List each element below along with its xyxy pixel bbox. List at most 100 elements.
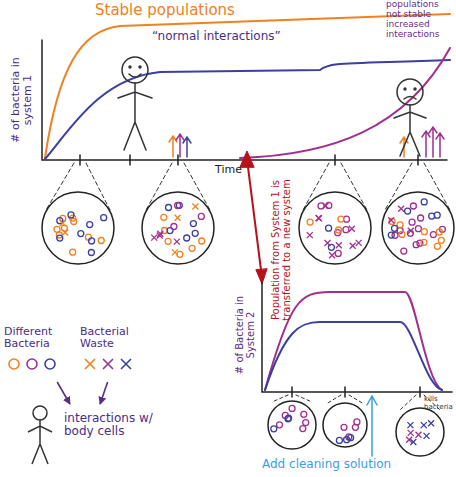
bacterium [165, 238, 171, 244]
waste-mark [307, 232, 313, 238]
bacterium [436, 229, 442, 235]
bacterium [409, 219, 415, 225]
bacterium [392, 225, 398, 231]
bacterium [438, 237, 444, 243]
bacterium [410, 203, 416, 209]
connector-arrow [57, 382, 70, 404]
small-arrow [176, 134, 184, 157]
waste-mark [172, 249, 178, 255]
node-text-area: interactions w/ body cells [64, 412, 162, 438]
zoom-outline [42, 192, 114, 264]
bacterium [328, 244, 334, 250]
bacterium [430, 232, 436, 238]
waste-mark [151, 235, 157, 241]
bacterium [177, 251, 183, 257]
small-arrow [422, 127, 444, 157]
zoom-circle [268, 401, 316, 449]
bacterium [9, 359, 19, 369]
bacterium [78, 231, 84, 237]
zoom-outline [299, 192, 371, 264]
bacterium [289, 405, 295, 411]
bacterium [166, 205, 172, 211]
waste-mark [421, 422, 427, 428]
zoom-outline [268, 401, 316, 449]
bacterium [421, 199, 427, 205]
small-arrow [183, 137, 191, 157]
waste-mark [329, 252, 335, 258]
bacterium [68, 212, 74, 218]
waste-mark [408, 228, 414, 234]
bacterium [303, 420, 309, 426]
zoom-circle [42, 192, 114, 264]
waste-mark [316, 215, 322, 221]
bacterium [344, 437, 350, 443]
zoom-circle [299, 192, 371, 264]
body-figure [22, 404, 58, 468]
bacterium [318, 203, 324, 209]
bacterium [336, 437, 342, 443]
waste-mark [175, 215, 181, 221]
annotation-label: Time [215, 164, 275, 176]
bacterium [434, 243, 440, 249]
bacterium [285, 416, 291, 422]
zoom-lines [46, 163, 450, 210]
bacterium [421, 229, 427, 235]
waste-mark [60, 220, 66, 226]
annotation-label: “normal interactions” [152, 30, 302, 43]
bacterium [326, 202, 332, 208]
bacterium [198, 213, 204, 219]
annotation-label: kills bacteria [424, 396, 456, 411]
bacterium [57, 235, 63, 241]
bacterium [101, 215, 107, 221]
node-text: interactions w/ body cells [64, 412, 162, 438]
bacterium [418, 215, 424, 221]
waste-mark [62, 230, 68, 236]
bacterium [338, 216, 344, 222]
cleaning-arrow [367, 396, 377, 456]
bacterium [326, 225, 332, 231]
axes [42, 40, 447, 160]
blue-curve [45, 60, 450, 159]
bacterium [399, 231, 405, 237]
bacterium [88, 250, 94, 256]
zoom-outline [382, 192, 454, 264]
bacterium [341, 424, 347, 430]
bacterium [401, 248, 407, 254]
figure-head [33, 406, 47, 420]
zoom-outline [396, 408, 444, 456]
annotation-label: Add cleaning solution [262, 458, 432, 471]
waste-mark [121, 359, 131, 369]
node-text: Bacterial Waste [80, 326, 154, 350]
bacterium [192, 230, 198, 236]
transfer-arrow [248, 167, 262, 278]
bacterium [277, 422, 283, 428]
bacterium [429, 213, 435, 219]
waste-mark [408, 430, 414, 436]
bacterium [45, 359, 55, 369]
bacterium [89, 238, 95, 244]
bacterium [271, 426, 277, 432]
waste-mark [336, 242, 342, 248]
node-text: Different Bacteria [4, 326, 78, 350]
legend-node: Bacterial Waste [80, 326, 154, 382]
bacterium [184, 235, 190, 241]
sad-figure [394, 79, 426, 156]
legend-node: interactions w/ body cells [14, 404, 164, 470]
waste-mark [406, 437, 412, 443]
bacterium [415, 226, 421, 232]
waste-mark [350, 243, 356, 249]
bacterium [175, 203, 181, 209]
bacterium [300, 426, 306, 432]
waste-mark [407, 422, 413, 428]
zoom-circle [323, 403, 367, 447]
waste-mark [174, 239, 180, 245]
bacterium [27, 359, 37, 369]
zoom-circle [142, 192, 214, 264]
bacterium [307, 219, 313, 225]
waste-symbols [80, 353, 140, 375]
annotation-label: populations not stable increased interac… [386, 0, 456, 40]
waste-mark [157, 231, 163, 237]
bacterium [161, 214, 167, 220]
